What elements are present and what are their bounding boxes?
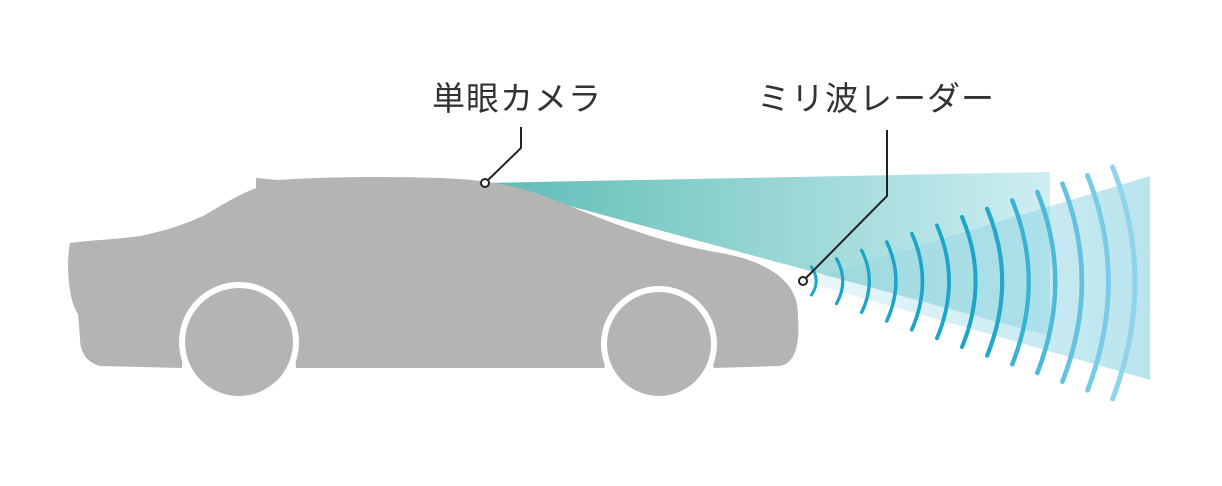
radar-marker (798, 276, 808, 286)
radar-label: ミリ波レーダー (757, 79, 995, 118)
camera-label: 単眼カメラ (432, 79, 602, 118)
front-wheel (607, 292, 711, 396)
radar-wave-arc (1060, 181, 1085, 385)
radar-wave-arc (884, 240, 898, 323)
radar-wave-arc (985, 206, 1005, 358)
radar-wave-arc (859, 248, 871, 314)
car-silhouette (68, 176, 799, 402)
rear-wheel (185, 288, 293, 396)
radar-waves (809, 164, 1138, 402)
radar-wave-arc (1085, 172, 1111, 393)
radar-wave-arc (909, 231, 925, 332)
radar-wave-arc (960, 215, 978, 349)
radar-wave-arc (1110, 164, 1138, 402)
radar-wave-arc (1035, 189, 1058, 376)
radar-wave-arc (834, 257, 845, 306)
camera-marker (480, 178, 490, 188)
radar-wave-arc (809, 265, 818, 297)
radar-wave-arc (935, 223, 951, 341)
radar-wave-arc (1010, 198, 1031, 367)
radar-leader-line (802, 130, 888, 282)
camera-leader-line (484, 127, 522, 184)
